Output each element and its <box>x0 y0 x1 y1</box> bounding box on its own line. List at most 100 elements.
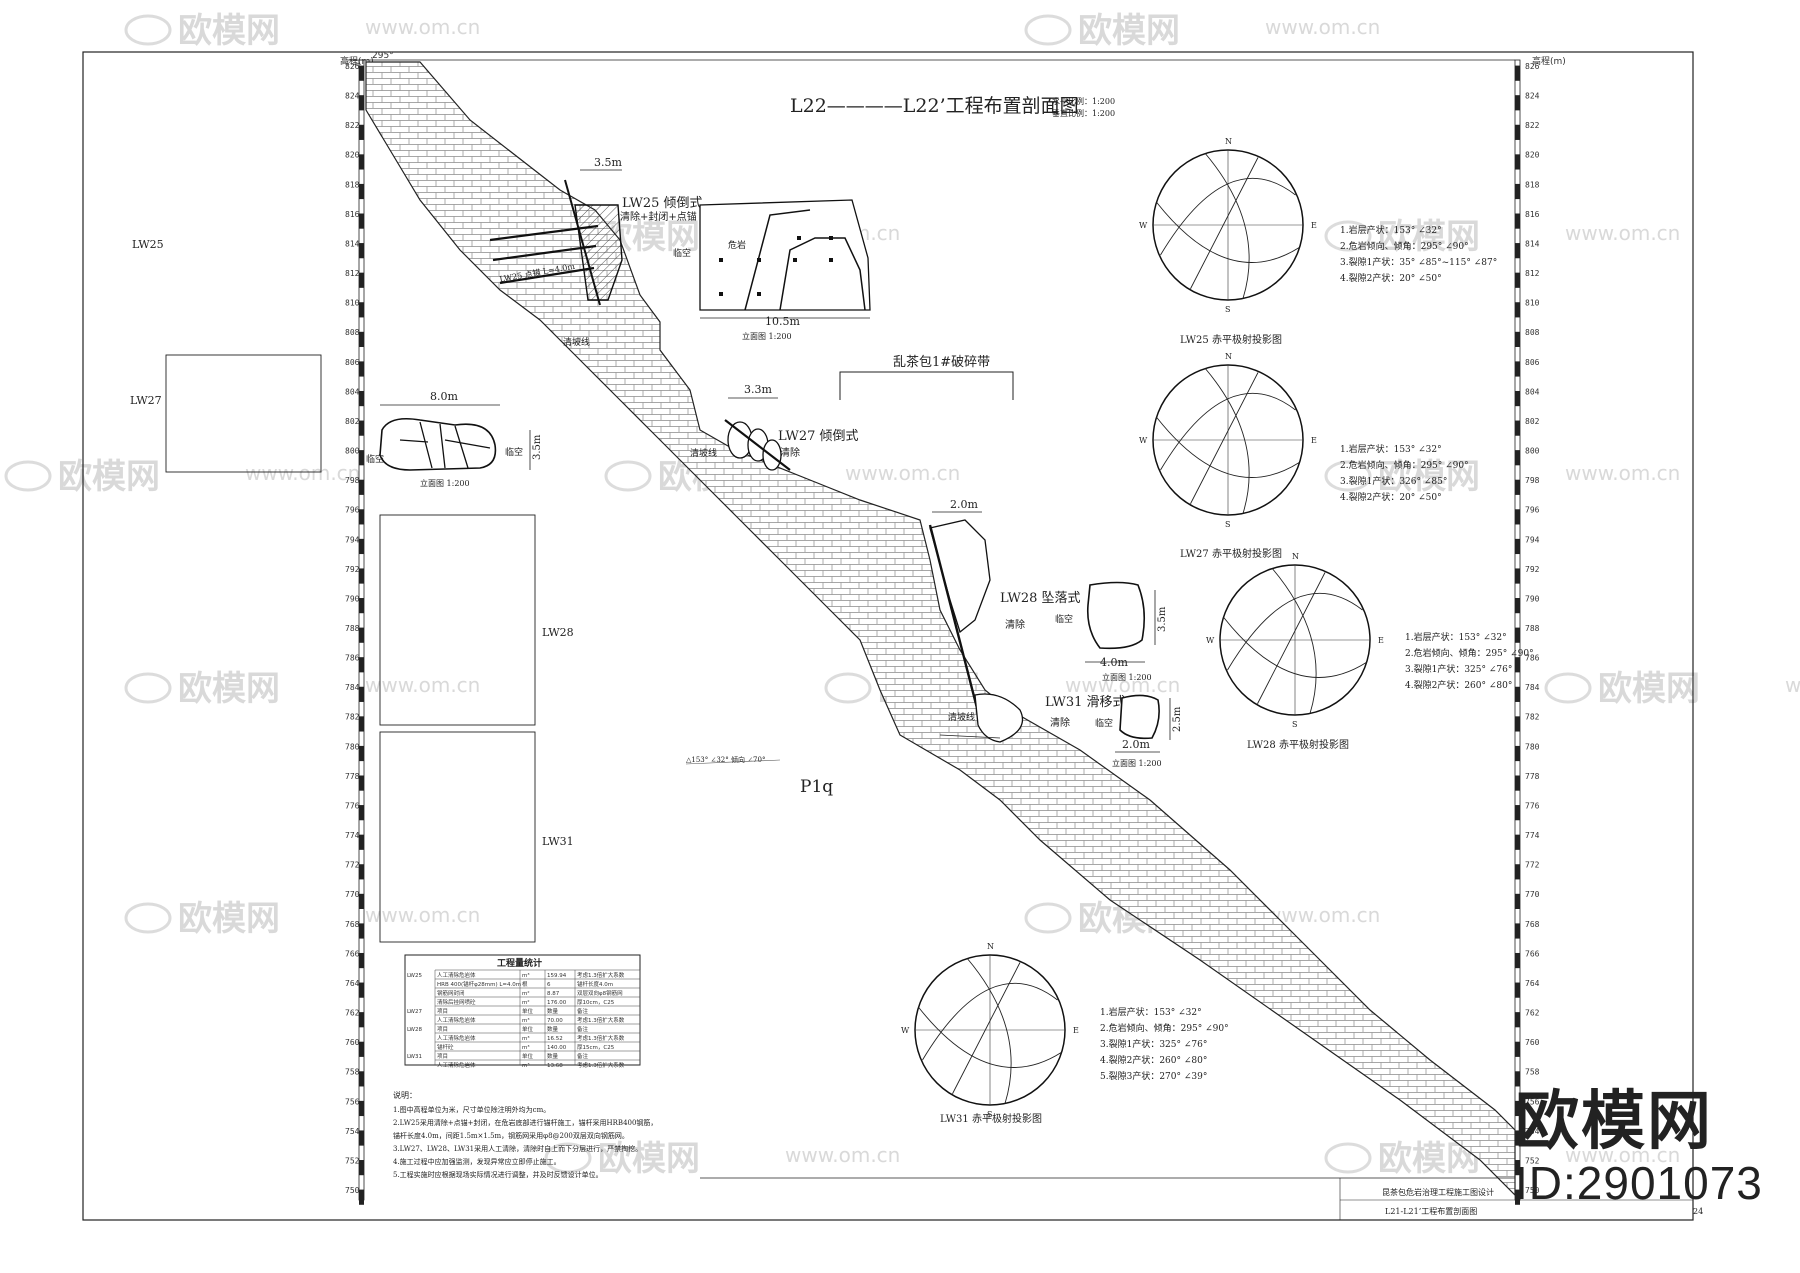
elevation-tick-bar <box>1515 716 1520 732</box>
elevation-tick-label: 758 <box>1525 1068 1540 1077</box>
stereonet-great-circle <box>952 962 1021 1094</box>
elevation-tick-label: 804 <box>1525 387 1540 396</box>
lw25-name: LW25 倾倒式 <box>622 196 703 211</box>
elevation-tick-label: 816 <box>1525 210 1540 219</box>
elevation-tick-bar <box>359 361 364 377</box>
elevation-tick-bar <box>1515 982 1520 998</box>
lw25-slope-tag: 清坡线 <box>563 336 590 348</box>
elevation-tick-label: 762 <box>345 1009 360 1018</box>
strike-label: △153° ∠32° 倾向 ∠70° <box>686 755 765 764</box>
compass-west: W <box>1139 436 1148 445</box>
stereonet-note: 3.裂隙1产状：326° ∠85° <box>1340 475 1447 487</box>
table-cell: 数量 <box>547 1025 559 1033</box>
elevation-tick-label: 810 <box>1525 299 1540 308</box>
elevation-tick-bar <box>1515 687 1520 702</box>
elevation-tick-bar <box>359 243 364 259</box>
elevation-tick-label: 758 <box>345 1068 360 1077</box>
elevation-tick-bar <box>359 1101 364 1117</box>
elevation-tick-label: 754 <box>1525 1127 1540 1136</box>
watermark-url-text: www.om.cn <box>245 461 360 485</box>
compass-east: E <box>1073 1026 1079 1035</box>
table-cell: m² <box>522 990 530 997</box>
compass-west: W <box>1206 636 1215 645</box>
watermark-logo-icon <box>4 460 52 492</box>
stereonet-note: 3.裂隙1产状：325° ∠76° <box>1100 1038 1207 1050</box>
elevation-tick-bar <box>359 953 364 969</box>
lw28-name: LW28 坠落式 <box>1000 590 1081 606</box>
lw25-tag-rock: 危岩 <box>728 239 746 251</box>
table-cell: 考虑1.3倍扩大系数 <box>577 1034 625 1042</box>
elevation-tick-label: 774 <box>345 831 360 840</box>
stereonet-great-circle <box>918 1007 1062 1068</box>
watermark-brand-text: 欧模网 <box>1378 217 1480 257</box>
stereonet-caption: LW28 赤平极射投影图 <box>1247 738 1349 751</box>
elevation-tick-bar <box>1515 1012 1520 1028</box>
elevation-tick-bar <box>359 775 364 791</box>
elevation-tick-label: 764 <box>1525 979 1540 988</box>
compass-north: N <box>1225 137 1232 146</box>
watermark-logo-icon <box>1544 672 1592 704</box>
note-line: 3.LW27、LW28、LW31采用人工清除，清除时自上而下分层进行，严禁掏挖。 <box>393 1144 642 1153</box>
watermark-url-text: www.om.cn <box>1565 221 1680 245</box>
table-cell: 人工清除危岩体 <box>437 1061 476 1069</box>
elevation-tick-bar <box>1515 953 1520 969</box>
elevation-tick-label: 822 <box>1525 121 1540 130</box>
elevation-axis-label: 高程(m) <box>340 55 374 67</box>
scale-vertical: 垂直比例：1:200 <box>1052 108 1115 118</box>
elevation-tick-bar <box>359 805 364 821</box>
elevation-tick-bar <box>359 450 364 466</box>
elevation-tick-bar <box>1515 1042 1520 1057</box>
elevation-tick-bar <box>359 1160 364 1176</box>
watermark-id: ID:2901073 <box>1515 1157 1763 1209</box>
lw31-name: LW31 滑移式 <box>1045 695 1126 710</box>
elevation-tick-bar <box>359 864 364 880</box>
panel-lw27 <box>165 354 322 473</box>
elevation-tick-bar <box>1515 1130 1520 1146</box>
elevation-tick-label: 754 <box>345 1127 360 1136</box>
side-label-lw25: LW25 <box>132 238 164 251</box>
elevation-tick-label: 770 <box>1525 890 1540 899</box>
stereonet-great-circle <box>1160 393 1296 471</box>
stereonet-great-circle <box>1205 368 1250 514</box>
stereonet-note: 3.裂隙1产状：35° ∠85°~115° ∠87° <box>1340 256 1497 268</box>
table-cell: 176.00 <box>547 1000 567 1006</box>
lw25-elev-width: 10.5m <box>765 315 800 328</box>
panel-lw31 <box>379 731 536 943</box>
lw25-elev-caption: 立面图 1:200 <box>742 331 792 341</box>
stereonet-note: 2.危岩倾向、倾角：295° ∠90° <box>1100 1022 1229 1034</box>
watermark-logo-icon <box>1324 220 1372 252</box>
elevation-tick-label: 760 <box>1525 1038 1540 1047</box>
elevation-tick-bar <box>1515 332 1520 347</box>
elevation-tick-label: 818 <box>1525 180 1540 189</box>
compass-east: E <box>1311 436 1317 445</box>
elevation-tick-label: 776 <box>345 801 360 810</box>
stereonet-great-circle <box>1156 417 1300 478</box>
table-cell: 备注 <box>577 1052 589 1060</box>
note-line: 1.图中高程单位为米，尺寸单位除注明外均为cm。 <box>393 1105 550 1114</box>
watermark-brand-text: 欧模网 <box>178 899 280 939</box>
elevation-tick-bar <box>1515 864 1520 880</box>
elevation-tick-label: 782 <box>1525 713 1540 722</box>
table-cell: m³ <box>522 1062 530 1069</box>
table-cell: 140.00 <box>547 1045 567 1051</box>
elevation-tick-bar <box>359 302 364 318</box>
compass-east: E <box>1378 636 1384 645</box>
watermark-url-text: www.om.cn <box>365 903 480 927</box>
elevation-tick-label: 788 <box>345 624 360 633</box>
design-notes: 说明： 1.图中高程单位为米，尺寸单位除注明外均为cm。2.LW25采用清除+点… <box>393 1090 657 1179</box>
elevation-tick-label: 768 <box>1525 920 1540 929</box>
lw28-treatment: 清除 <box>1005 618 1025 631</box>
elevation-tick-label: 824 <box>1525 92 1540 101</box>
elevation-tick-bar <box>359 657 364 673</box>
watermark-logo-icon <box>1024 14 1072 46</box>
stereonet-great-circle <box>1227 593 1363 671</box>
lw31-elev-height: 2.5m <box>1172 706 1183 732</box>
right-elevation-ruler: 高程(m) 8268248228208188168148128108088068… <box>1514 55 1566 1205</box>
elevation-tick-label: 806 <box>1525 358 1540 367</box>
elevation-tick-label: 812 <box>1525 269 1540 278</box>
elevation-tick-label: 796 <box>1525 506 1540 515</box>
lw27-name: LW27 倾倒式 <box>778 429 859 444</box>
stereonet-note: 2.危岩倾向、倾角：295° ∠90° <box>1340 459 1469 471</box>
